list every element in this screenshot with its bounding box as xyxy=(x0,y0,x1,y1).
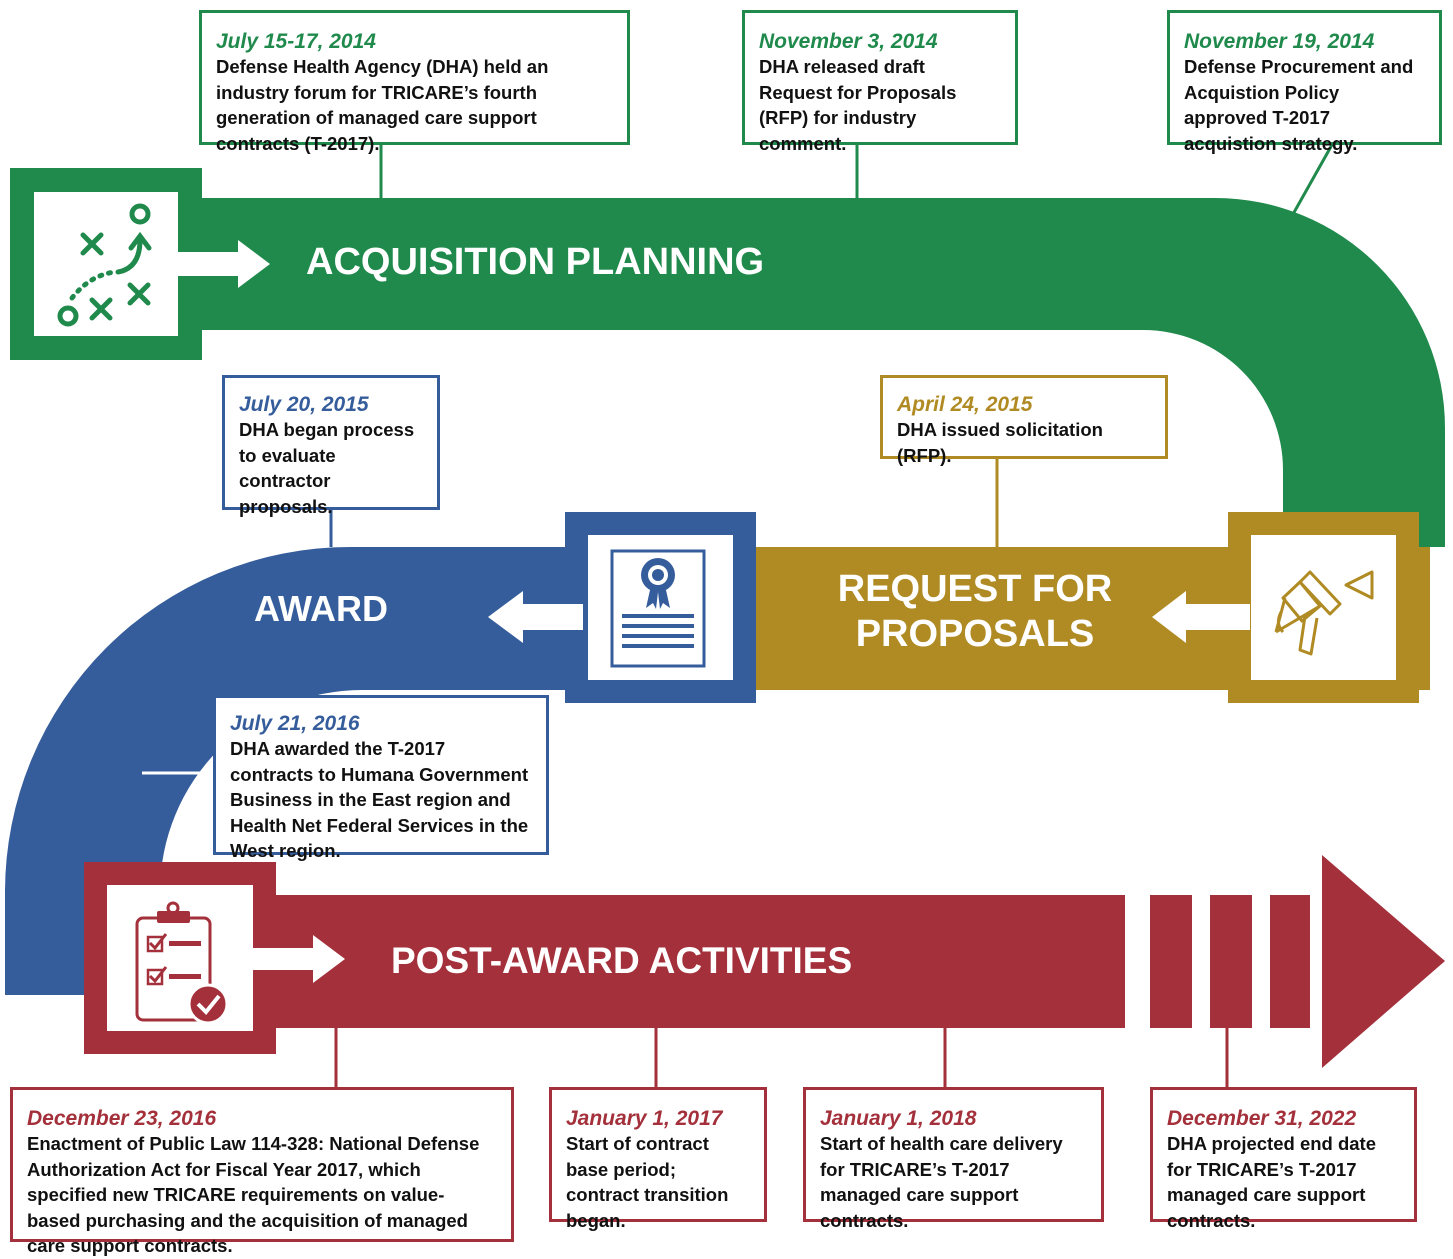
event-box-2017-01-01: January 1, 2017 Start of contract base p… xyxy=(549,1087,767,1231)
award-band xyxy=(5,547,750,995)
event-box-2022-12-31: December 31, 2022 DHA projected end date… xyxy=(1150,1087,1417,1231)
connector-lines xyxy=(142,142,1335,1088)
event-date: July 21, 2016 xyxy=(230,712,360,735)
rfp-label-line1: REQUEST FOR xyxy=(837,568,1113,610)
event-date: July 20, 2015 xyxy=(239,393,369,416)
post-award-arrowhead xyxy=(1322,855,1445,1068)
event-date: January 1, 2018 xyxy=(820,1107,977,1130)
event-text: Defense Health Agency (DHA) held an indu… xyxy=(216,56,549,154)
event-date: April 24, 2015 xyxy=(897,393,1033,416)
event-date: November 3, 2014 xyxy=(759,30,938,53)
rfp-label-line2: PROPOSALS xyxy=(855,613,1095,655)
event-date: January 1, 2017 xyxy=(566,1107,723,1130)
post-award-stripe-3 xyxy=(1270,895,1310,1028)
acquisition-planning-band xyxy=(10,198,1445,547)
event-date: December 31, 2022 xyxy=(1167,1107,1357,1130)
post-award-arrow xyxy=(253,935,345,983)
event-date: November 19, 2014 xyxy=(1184,30,1375,53)
rfp-arrow xyxy=(1152,591,1250,643)
event-text: DHA projected end date for TRICARE’s T-2… xyxy=(1167,1133,1377,1231)
post-award-stripe-2 xyxy=(1210,895,1252,1028)
award-label: AWARD xyxy=(254,588,388,629)
event-text: Start of health care delivery for TRICAR… xyxy=(820,1133,1063,1231)
playbook-icon xyxy=(57,203,152,327)
award-arrow xyxy=(488,591,583,643)
clipboard-checklist-icon xyxy=(135,901,229,1025)
event-text: Defense Procurement and Acquistion Polic… xyxy=(1184,56,1414,154)
event-box-2016-07-21: July 21, 2016 DHA awarded the T-2017 con… xyxy=(213,695,549,861)
event-text: Enactment of Public Law 114-328: Nationa… xyxy=(27,1133,480,1256)
event-box-2014-07-15: July 15-17, 2014 Defense Health Agency (… xyxy=(199,10,630,154)
rfp-label: REQUEST FOR PROPOSALS xyxy=(790,567,1160,657)
acquisition-planning-label: ACQUISITION PLANNING xyxy=(306,241,765,283)
event-box-2015-04-24: April 24, 2015 DHA issued solicitation (… xyxy=(880,375,1168,466)
post-award-label: POST-AWARD ACTIVITIES xyxy=(391,940,853,981)
event-date: July 15-17, 2014 xyxy=(216,30,376,53)
event-box-2015-07-20: July 20, 2015 DHA began process to evalu… xyxy=(222,375,440,517)
event-box-2016-12-23: December 23, 2016 Enactment of Public La… xyxy=(10,1087,514,1256)
post-award-stripe-1 xyxy=(1150,895,1192,1028)
event-box-2014-11-03: November 3, 2014 DHA released draft Requ… xyxy=(742,10,1018,154)
event-box-2018-01-01: January 1, 2018 Start of health care del… xyxy=(803,1087,1104,1231)
megaphone-icon xyxy=(1274,570,1374,656)
event-text: DHA released draft Request for Proposals… xyxy=(759,56,957,154)
event-date: December 23, 2016 xyxy=(27,1107,217,1130)
event-text: DHA awarded the T-2017 contracts to Huma… xyxy=(230,738,529,861)
event-box-2014-11-19: November 19, 2014 Defense Procurement an… xyxy=(1167,10,1442,154)
event-text: DHA began process to evaluate contractor… xyxy=(239,419,415,517)
certificate-icon xyxy=(610,549,706,668)
acquisition-arrow xyxy=(178,240,270,288)
event-text: DHA issued solicitation (RFP). xyxy=(897,419,1103,466)
event-text: Start of contract base period; contract … xyxy=(566,1133,729,1231)
